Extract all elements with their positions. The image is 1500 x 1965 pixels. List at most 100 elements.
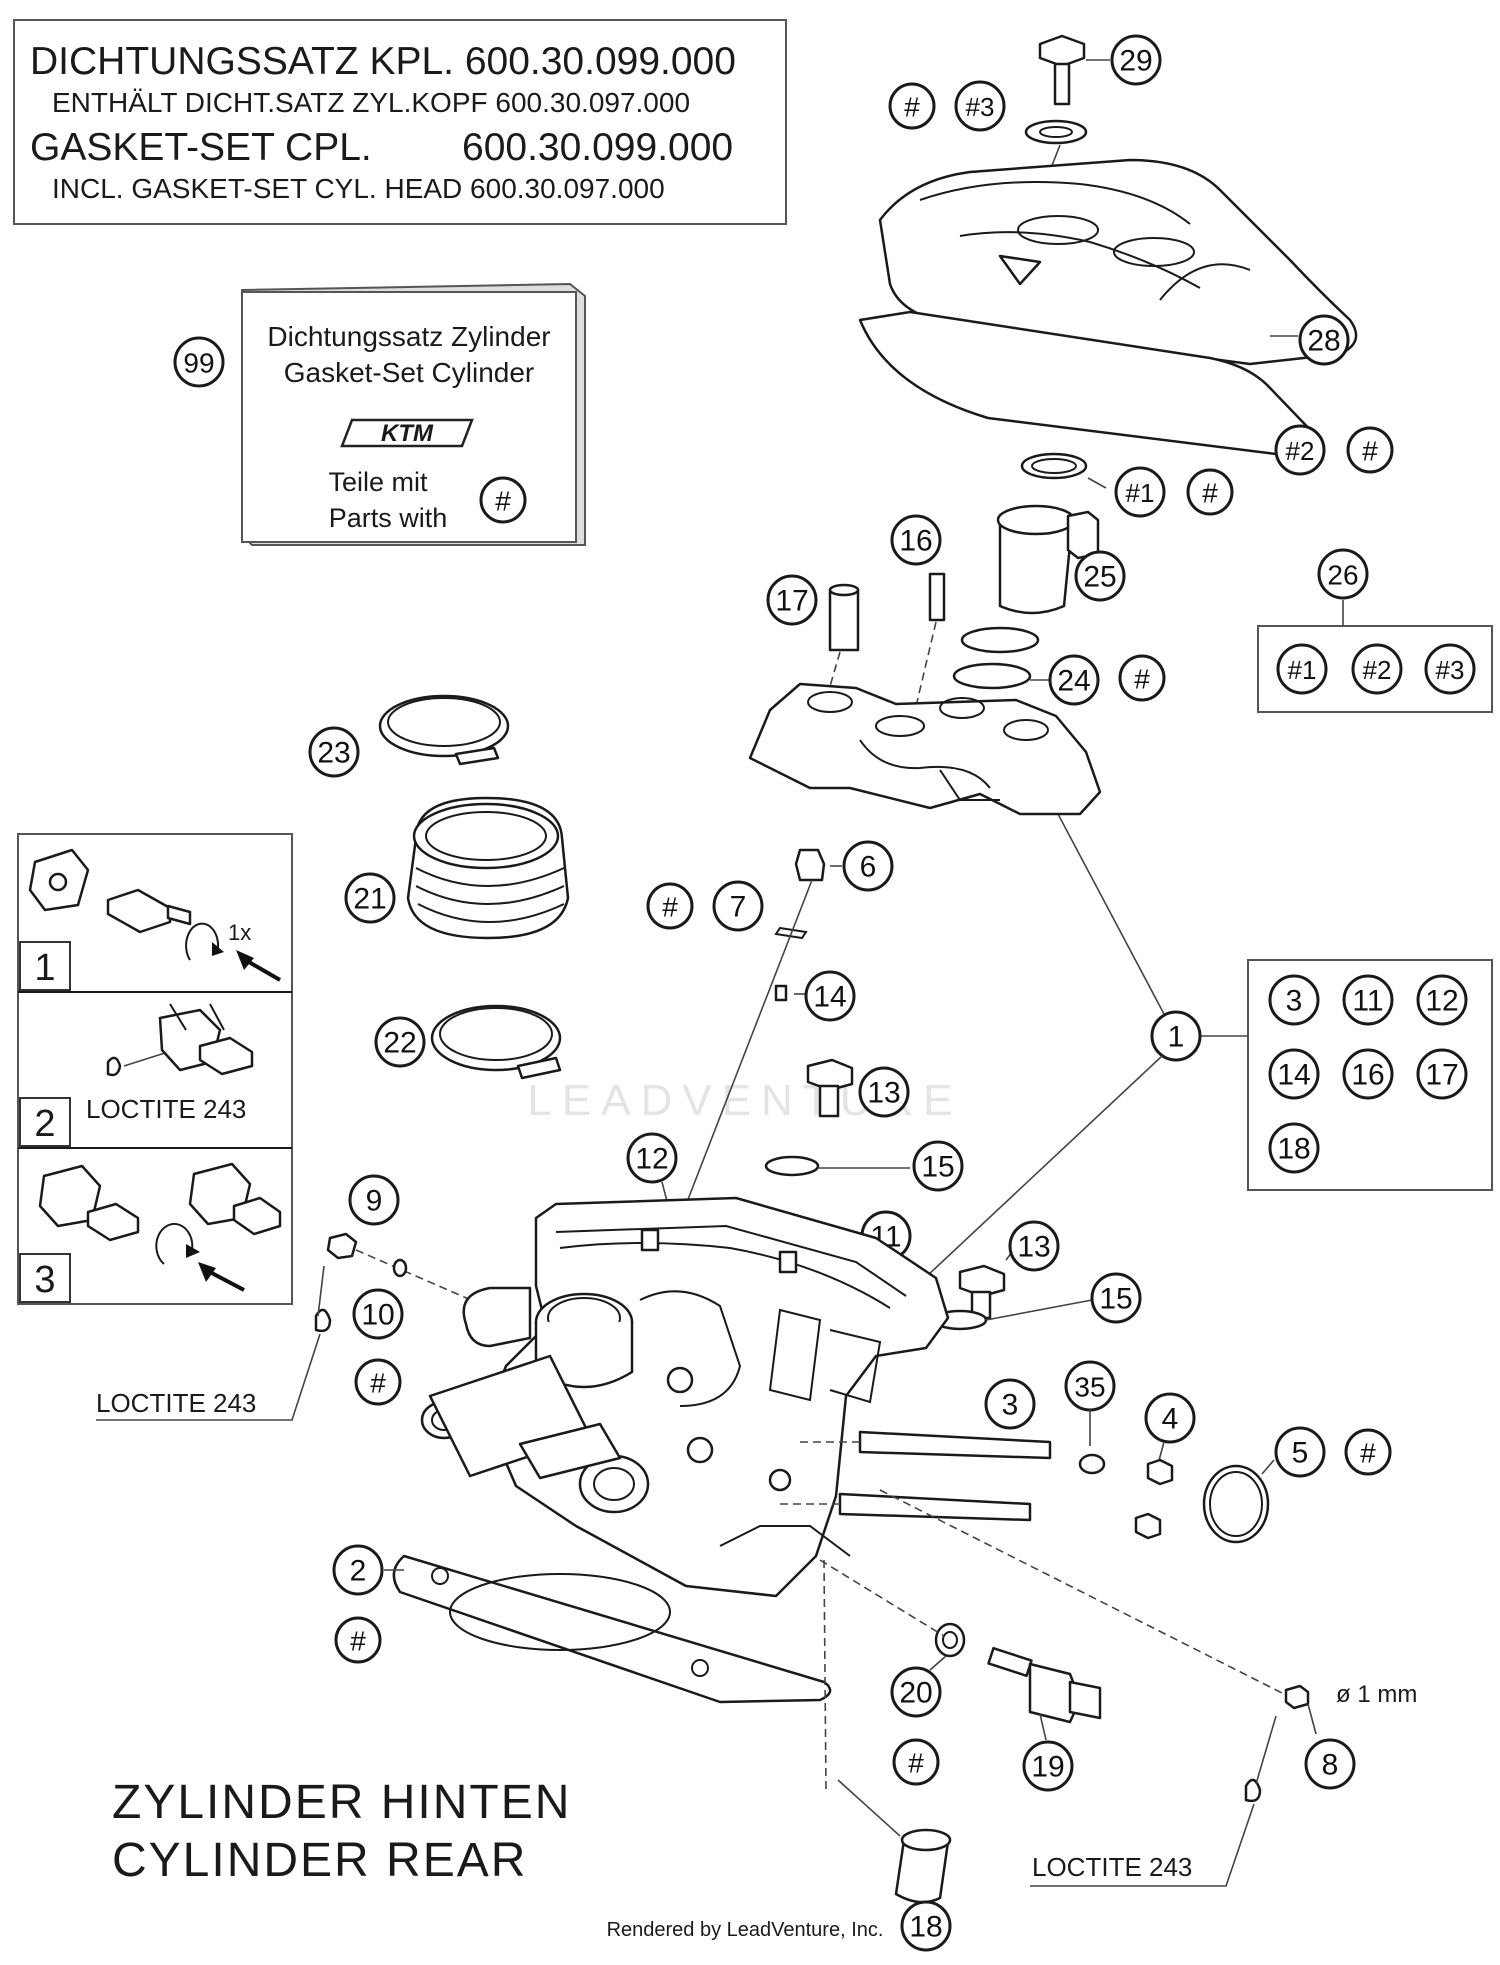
- svg-text:#3: #3: [1436, 655, 1465, 685]
- part-24-o-rings: [952, 626, 1050, 690]
- svg-text:14: 14: [1277, 1059, 1310, 1092]
- callout-10: 10: [352, 1288, 404, 1340]
- leader-1-camshaft-bearing: [1039, 779, 1165, 1015]
- part-6-plug: [794, 848, 826, 882]
- kit-26-item-2: #2: [1351, 643, 1403, 695]
- callout-2: 2: [332, 1544, 384, 1596]
- gasket-set-line4: INCL. GASKET-SET CYL. HEAD 600.30.097.00…: [52, 173, 665, 204]
- svg-text:#: #: [908, 1748, 924, 1779]
- marker-hash-24: #: [1118, 654, 1166, 702]
- svg-text:15: 15: [921, 1151, 954, 1184]
- loctite-label-left: LOCTITE 243: [96, 1388, 256, 1418]
- svg-text:99: 99: [183, 348, 214, 379]
- svg-text:19: 19: [1031, 1751, 1064, 1784]
- part-17-sleeve: [825, 583, 860, 701]
- kit-26-item-1: #1: [1276, 643, 1328, 695]
- svg-text:#1: #1: [1288, 655, 1317, 685]
- ktm-logo: KTM: [340, 418, 474, 448]
- svg-text:12: 12: [1425, 985, 1458, 1018]
- callout-12: 12: [626, 1132, 678, 1184]
- step-2-number: 2: [34, 1103, 55, 1145]
- svg-text:24: 24: [1057, 665, 1090, 698]
- callout-29: 29: [1110, 34, 1162, 86]
- gasket-set-box: DICHTUNGSSATZ KPL. 600.30.099.000 ENTHÄL…: [13, 19, 787, 225]
- part-5-o-ring: [1202, 1464, 1270, 1544]
- kit-1-item-11: 11: [1342, 974, 1394, 1026]
- svg-text:16: 16: [1351, 1059, 1384, 1092]
- svg-text:#: #: [1134, 664, 1150, 695]
- callout-28: 28: [1298, 314, 1350, 366]
- marker-h2-28: #2: [1274, 424, 1326, 476]
- svg-text:#: #: [662, 892, 678, 923]
- part-seal-ring-h1: [1020, 452, 1107, 489]
- step-3: 3: [19, 1162, 282, 1303]
- callout-35: 35: [1064, 1360, 1116, 1412]
- part-21-intake-boot: [406, 796, 570, 940]
- svg-text:16: 16: [899, 525, 932, 558]
- callout-15-upper: 15: [912, 1140, 964, 1192]
- loctite-drop-8: [1030, 1715, 1277, 1887]
- callout-20: 20: [890, 1666, 942, 1718]
- callout-18: 18: [900, 1900, 952, 1952]
- svg-text:#: #: [350, 1626, 366, 1657]
- gasket-set-line1: DICHTUNGSSATZ KPL. 600.30.099.000: [30, 40, 736, 83]
- part-15-washer-lower: [932, 1299, 1093, 1331]
- callout-13-upper: 13: [858, 1066, 910, 1118]
- callout-6: 6: [842, 840, 894, 892]
- marker-hash-5: #: [1344, 1428, 1392, 1476]
- loctite-label-right: LOCTITE 243: [1032, 1852, 1192, 1882]
- step-1-note: 1x: [228, 920, 251, 945]
- callout-23: 23: [308, 726, 360, 778]
- part-16-dowel: [907, 572, 946, 741]
- svg-text:25: 25: [1083, 561, 1116, 594]
- svg-text:3: 3: [1002, 1389, 1019, 1422]
- svg-text:5: 5: [1292, 1437, 1309, 1470]
- svg-text:#: #: [370, 1368, 386, 1399]
- callout-14: 14: [804, 970, 856, 1022]
- callout-17: 17: [766, 574, 818, 626]
- svg-text:26: 26: [1327, 560, 1358, 591]
- card-title-de: Dichtungssatz Zylinder: [267, 321, 550, 352]
- callout-1: 1: [1150, 1010, 1202, 1062]
- callout-25: 25: [1074, 550, 1126, 602]
- svg-text:2: 2: [350, 1555, 367, 1588]
- marker-hash-29: #: [888, 82, 936, 130]
- svg-text:13: 13: [1017, 1231, 1050, 1264]
- title-line1: ZYLINDER HINTEN: [112, 1776, 571, 1829]
- svg-text:29: 29: [1119, 45, 1152, 78]
- svg-text:20: 20: [899, 1677, 932, 1710]
- kit-26-item-3: #3: [1424, 643, 1476, 695]
- svg-text:23: 23: [317, 737, 350, 770]
- svg-text:#: #: [904, 92, 920, 123]
- callout-7: 7: [712, 880, 764, 932]
- callout-26: 26: [1317, 548, 1369, 600]
- part-28-valve-cover: [858, 158, 1358, 460]
- marker-h1-25: #1: [1114, 466, 1166, 518]
- svg-text:7: 7: [730, 891, 747, 924]
- cylinder-gasket-card: Dichtungssatz Zylinder Gasket-Set Cylind…: [241, 282, 586, 546]
- title-line2: CYLINDER REAR: [112, 1834, 527, 1887]
- svg-text:3: 3: [1286, 985, 1303, 1018]
- svg-text:4: 4: [1162, 1403, 1179, 1436]
- part-22-clamp: [430, 1004, 562, 1080]
- svg-text:15: 15: [1099, 1283, 1132, 1316]
- part-15-washer-upper: [764, 1155, 910, 1177]
- kit-26: #1 #2 #3: [1257, 600, 1493, 713]
- svg-text:#2: #2: [1363, 655, 1392, 685]
- steps-panel: 1 1x 2 LOCTITE 243 3: [17, 833, 293, 1305]
- marker-hash-28: #: [1346, 426, 1394, 474]
- footer-credit: Rendered by LeadVenture, Inc.: [607, 1919, 884, 1941]
- kit-1-item-12: 12: [1416, 974, 1468, 1026]
- kit-1-item-3: 3: [1268, 974, 1320, 1026]
- part-8-jet: [879, 1489, 1310, 1710]
- part-7-washer: [774, 926, 808, 940]
- callout-9: 9: [348, 1174, 400, 1226]
- part-19-temp-sensor: [987, 1646, 1102, 1724]
- svg-text:9: 9: [366, 1185, 383, 1218]
- part-cylinder-head: [420, 1196, 950, 1598]
- marker-hash-2: #: [334, 1616, 382, 1664]
- marker-hash-20: #: [892, 1738, 940, 1786]
- gasket-set-line2: ENTHÄLT DICHT.SATZ ZYL.KOPF 600.30.097.0…: [52, 87, 690, 118]
- card-parts-en: Parts with: [329, 503, 448, 533]
